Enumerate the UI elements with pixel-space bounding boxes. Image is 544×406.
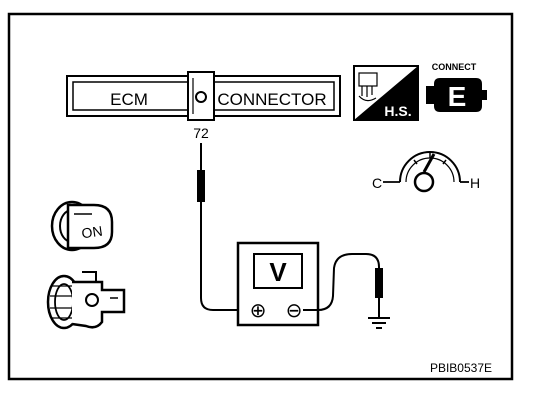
- ignition-key-on-icon: ON: [50, 200, 114, 252]
- connector-pin-icon: [195, 91, 207, 103]
- diagram-frame: [7, 12, 514, 381]
- connect-letter: E: [448, 81, 467, 112]
- connect-icon: CONNECT E: [426, 62, 487, 112]
- engine-temperature-gauge-icon: C H: [372, 151, 480, 193]
- positive-probe-lead: [197, 143, 256, 311]
- positive-probe-tip: [197, 170, 205, 202]
- gauge-cold-label: C: [372, 175, 382, 191]
- voltmeter-label: V: [269, 257, 287, 287]
- voltmeter-negative-terminal: ⊖: [286, 300, 303, 322]
- figure-code: PBIB0537E: [430, 361, 492, 375]
- negative-probe-lead: [303, 253, 390, 329]
- connect-label: CONNECT: [432, 62, 477, 72]
- connector-ecm-label: ECM: [110, 90, 148, 109]
- ecm-connector: ECM CONNECTOR: [66, 71, 341, 121]
- harness-side-icon: H.S.: [353, 65, 419, 121]
- gauge-hot-label: H: [470, 175, 480, 191]
- voltmeter-positive-terminal: ⊕: [250, 300, 267, 322]
- negative-probe-tip: [375, 268, 383, 298]
- connector-name-label: CONNECTOR: [217, 90, 326, 109]
- terminal-number: 72: [193, 125, 209, 141]
- voltmeter-display: [253, 253, 303, 289]
- ignition-key-label: ON: [80, 223, 103, 242]
- engine-running-icon: [46, 271, 126, 330]
- ground-symbol-icon: [368, 317, 390, 329]
- harness-side-label: H.S.: [384, 103, 411, 119]
- voltmeter: V ⊕ ⊖: [236, 241, 320, 327]
